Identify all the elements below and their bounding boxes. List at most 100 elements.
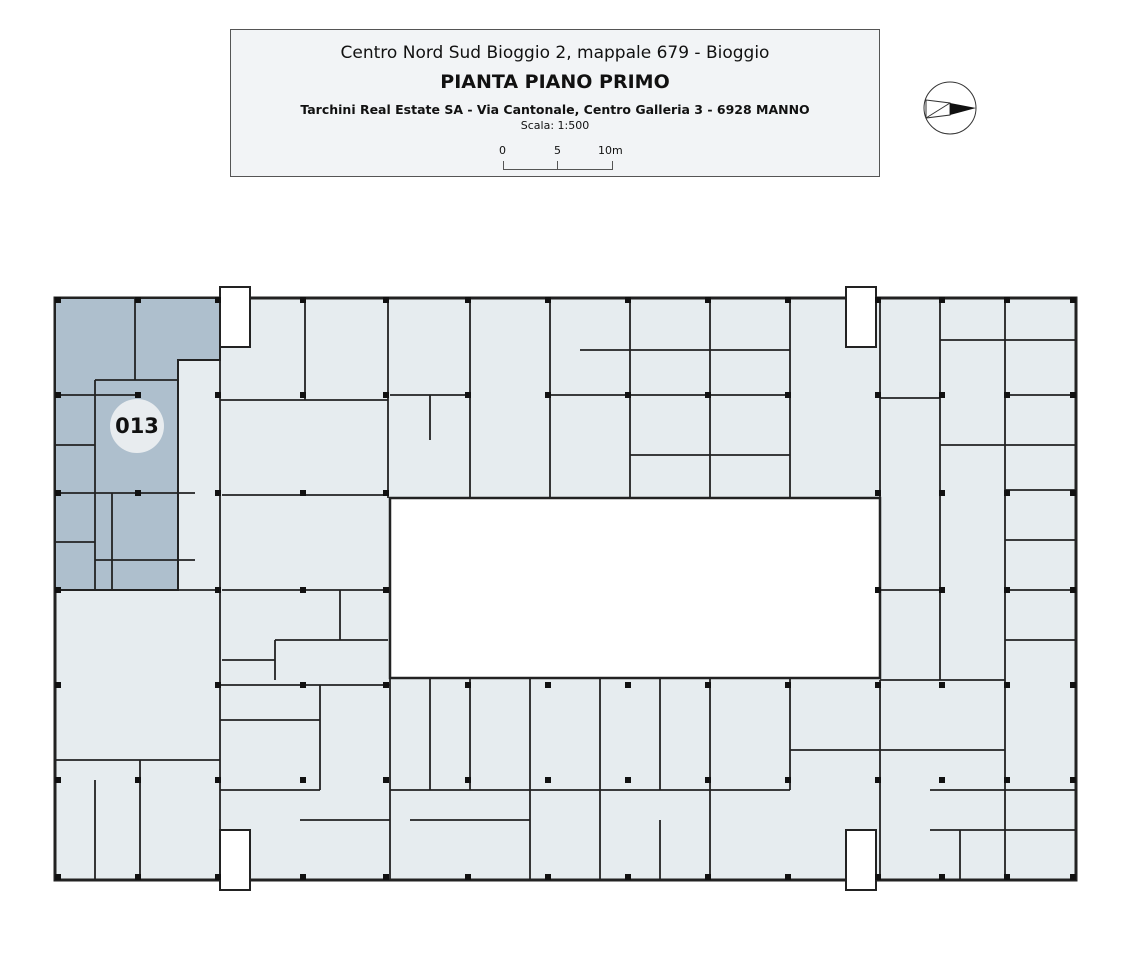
scale-tick-10: 10m bbox=[598, 144, 623, 157]
column bbox=[55, 682, 61, 688]
column bbox=[1070, 874, 1076, 880]
column bbox=[785, 682, 791, 688]
column bbox=[1004, 297, 1010, 303]
column bbox=[215, 587, 221, 593]
column bbox=[545, 777, 551, 783]
column bbox=[135, 297, 141, 303]
column bbox=[215, 777, 221, 783]
column bbox=[1070, 490, 1076, 496]
column bbox=[300, 392, 306, 398]
column bbox=[300, 777, 306, 783]
column bbox=[625, 682, 631, 688]
column bbox=[875, 297, 881, 303]
stair-nw bbox=[219, 286, 251, 348]
column bbox=[705, 682, 711, 688]
column bbox=[215, 297, 221, 303]
column bbox=[300, 874, 306, 880]
column bbox=[55, 490, 61, 496]
column bbox=[1070, 777, 1076, 783]
column bbox=[1070, 297, 1076, 303]
north-arrow-icon bbox=[923, 81, 977, 135]
column bbox=[465, 392, 471, 398]
courtyard bbox=[388, 496, 882, 680]
column bbox=[939, 490, 945, 496]
column bbox=[625, 874, 631, 880]
column bbox=[1004, 777, 1010, 783]
column bbox=[939, 392, 945, 398]
column bbox=[300, 297, 306, 303]
plan-title: PIANTA PIANO PRIMO bbox=[440, 71, 670, 93]
column bbox=[383, 490, 389, 496]
column bbox=[705, 777, 711, 783]
column bbox=[939, 777, 945, 783]
column bbox=[383, 777, 389, 783]
column bbox=[55, 587, 61, 593]
column bbox=[465, 874, 471, 880]
column bbox=[55, 777, 61, 783]
column bbox=[135, 392, 141, 398]
column bbox=[383, 682, 389, 688]
column bbox=[300, 490, 306, 496]
column bbox=[465, 297, 471, 303]
column bbox=[785, 874, 791, 880]
stair-ne bbox=[845, 286, 877, 348]
column bbox=[215, 392, 221, 398]
stair-se bbox=[845, 829, 877, 891]
column bbox=[215, 490, 221, 496]
column bbox=[939, 297, 945, 303]
column bbox=[785, 777, 791, 783]
column bbox=[545, 682, 551, 688]
column bbox=[545, 874, 551, 880]
column bbox=[625, 777, 631, 783]
column bbox=[383, 297, 389, 303]
column bbox=[383, 392, 389, 398]
column bbox=[705, 297, 711, 303]
column bbox=[875, 490, 881, 496]
column bbox=[1070, 392, 1076, 398]
column bbox=[1070, 682, 1076, 688]
column bbox=[875, 587, 881, 593]
column bbox=[300, 587, 306, 593]
owner-text: Tarchini Real Estate SA - Via Cantonale,… bbox=[300, 102, 810, 117]
column bbox=[135, 874, 141, 880]
location-text: Centro Nord Sud Bioggio 2, mappale 679 -… bbox=[340, 43, 770, 63]
column bbox=[705, 874, 711, 880]
scale-tick-0: 0 bbox=[499, 144, 506, 157]
scale-tick-5: 5 bbox=[554, 144, 561, 157]
column bbox=[215, 682, 221, 688]
column bbox=[939, 587, 945, 593]
column bbox=[1004, 490, 1010, 496]
column bbox=[875, 874, 881, 880]
scale-bar: 0 5 10m bbox=[499, 144, 623, 174]
column bbox=[939, 682, 945, 688]
unit-label-013[interactable]: 013 bbox=[110, 399, 164, 453]
column bbox=[875, 777, 881, 783]
column bbox=[383, 874, 389, 880]
column bbox=[785, 392, 791, 398]
column bbox=[1004, 874, 1010, 880]
column bbox=[625, 297, 631, 303]
column bbox=[1004, 392, 1010, 398]
column bbox=[135, 490, 141, 496]
scale-label: Scala: 1:500 bbox=[520, 119, 590, 132]
column bbox=[1070, 587, 1076, 593]
column bbox=[465, 682, 471, 688]
column bbox=[383, 587, 389, 593]
column bbox=[545, 392, 551, 398]
title-block: Centro Nord Sud Bioggio 2, mappale 679 -… bbox=[230, 29, 880, 177]
stair-sw bbox=[219, 829, 251, 891]
column bbox=[625, 392, 631, 398]
column bbox=[705, 392, 711, 398]
column bbox=[215, 874, 221, 880]
column bbox=[875, 392, 881, 398]
structural-columns bbox=[55, 297, 1076, 880]
column bbox=[465, 777, 471, 783]
column bbox=[939, 874, 945, 880]
column bbox=[55, 392, 61, 398]
column bbox=[135, 777, 141, 783]
column bbox=[545, 297, 551, 303]
column bbox=[1004, 587, 1010, 593]
column bbox=[785, 297, 791, 303]
column bbox=[1004, 682, 1010, 688]
